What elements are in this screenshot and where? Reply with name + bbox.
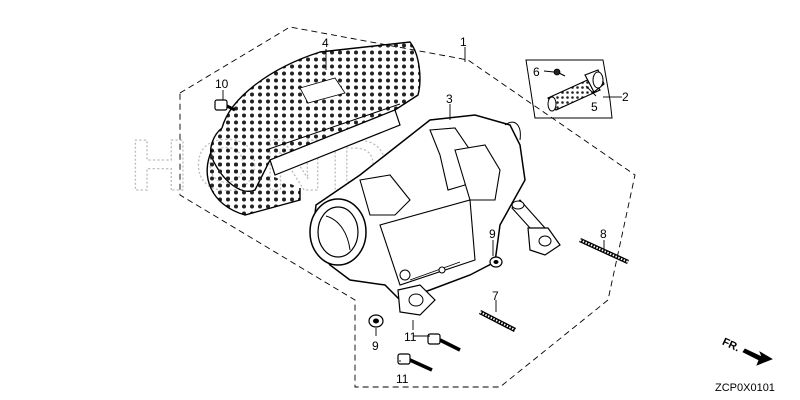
diagram-code: ZCP0X0101 [715, 382, 775, 394]
callout-label: 9 [372, 339, 379, 353]
callout-label: 1 [460, 35, 467, 49]
spark-arrester-part [547, 69, 605, 112]
screw-part [553, 68, 566, 77]
exhaust-pipe [511, 199, 561, 256]
callout-labels: 1 2 3 4 5 6 7 8 9 9 10 11 11 [215, 35, 629, 386]
callout-label: 4 [322, 36, 329, 50]
callout-label: 3 [446, 92, 453, 106]
nut-part [489, 256, 503, 268]
callout-label: 10 [215, 77, 229, 91]
callout-label: 9 [489, 227, 496, 241]
nut-part [368, 314, 384, 328]
callout-label: 7 [492, 289, 499, 303]
muffler-part [309, 114, 526, 301]
callout-label: 2 [622, 90, 629, 104]
callout-label: 11 [396, 372, 409, 386]
stud-bolt-part [478, 309, 517, 333]
callout-label: 6 [533, 65, 540, 79]
arrow-right-icon [742, 348, 773, 366]
bolt-part [397, 353, 433, 372]
subassembly-box [525, 59, 613, 119]
callout-label: 11 [404, 330, 417, 344]
direction-label: FR. [720, 336, 741, 354]
assembly-boundary [179, 26, 636, 388]
muffler-protector-part [206, 41, 421, 216]
callout-label: 8 [600, 227, 607, 241]
front-direction-indicator: FR. [720, 336, 773, 366]
leader-lines [222, 47, 622, 362]
bolt-part [214, 99, 236, 112]
bolt-part [427, 333, 461, 352]
callout-label: 5 [591, 100, 598, 114]
